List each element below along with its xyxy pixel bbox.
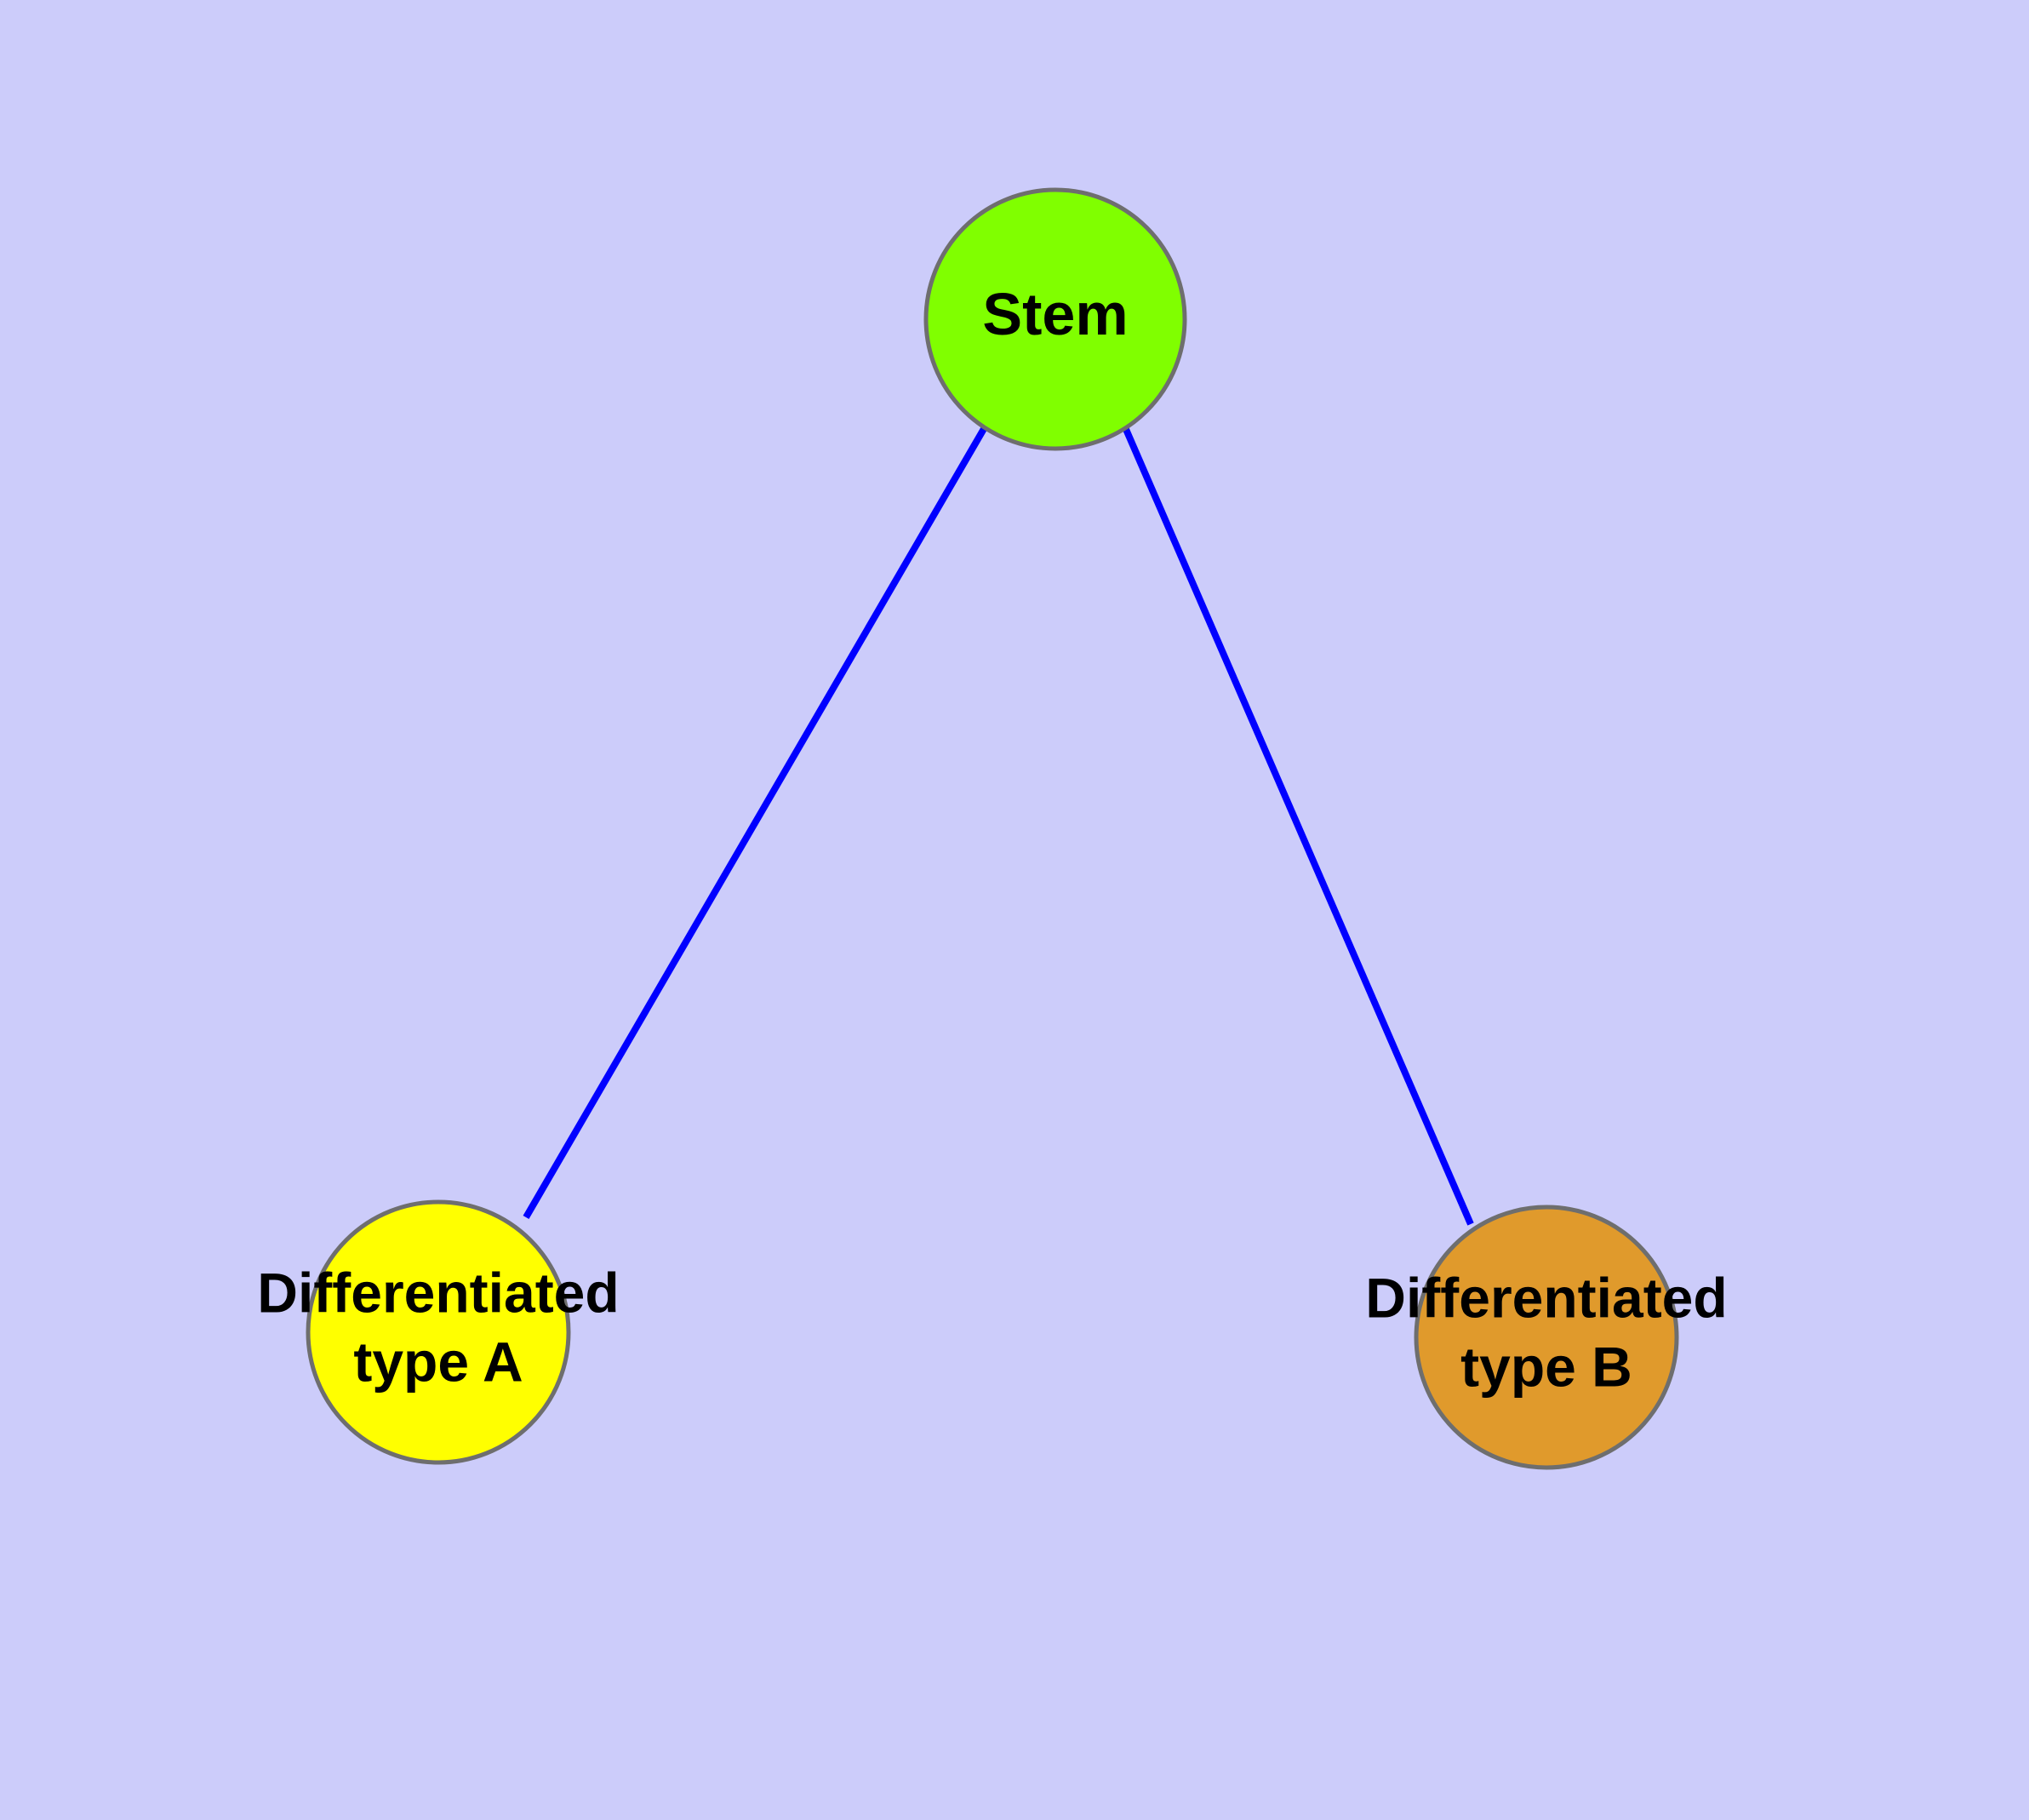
graph-node-label-line: type A — [353, 1331, 523, 1394]
graph-node-diff_a[interactable] — [306, 1199, 571, 1465]
edge-layer — [523, 425, 1474, 1226]
graph-node-label-line: Stem — [982, 281, 1128, 347]
graph-node-label-line: Differentiated — [257, 1262, 619, 1325]
graph-node-label-line: Differentiated — [1365, 1267, 1727, 1330]
graph-node-label-line: type B — [1460, 1336, 1632, 1399]
graph-node-stem[interactable] — [923, 187, 1187, 451]
graph-node-label-stem: Stem — [982, 281, 1128, 347]
graph-edge-stem-to-diff_a — [523, 425, 988, 1220]
graph-edge-stem-to-diff_b — [1122, 426, 1474, 1226]
node-layer — [306, 187, 1679, 1470]
graph-node-diff_b[interactable] — [1414, 1205, 1679, 1470]
